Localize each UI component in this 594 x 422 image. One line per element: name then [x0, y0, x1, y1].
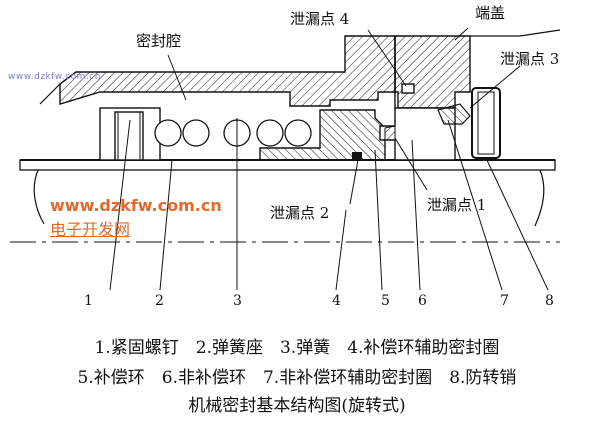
- aux-seal-ring-7: [437, 103, 471, 125]
- label-leak-point-4: 泄漏点 4: [290, 10, 350, 28]
- caption-line-2: 5.补偿环 6.非补偿环 7.非补偿环辅助密封圈 8.防转销: [77, 368, 517, 388]
- part-number-1: 1: [84, 293, 93, 309]
- set-screw: [114, 111, 144, 161]
- spring-coils: [154, 119, 312, 147]
- caption-title: 机械密封基本结构图(旋转式): [188, 396, 406, 416]
- part-number-2: 2: [155, 293, 164, 309]
- label-end-cover: 端盖: [475, 4, 506, 22]
- part-number-3: 3: [233, 293, 242, 309]
- part-number-6: 6: [418, 293, 427, 309]
- part-number-8: 8: [545, 293, 554, 309]
- end-cover: [394, 35, 471, 109]
- label-leak-point-2: 泄漏点 2: [270, 204, 330, 222]
- watermark-small-url: www.dzkfw.com.cn: [8, 72, 101, 82]
- seal-housing: [59, 35, 396, 107]
- label-leak-point-1: 泄漏点 1: [427, 196, 487, 214]
- part-number-4: 4: [332, 293, 341, 309]
- part-number-5: 5: [381, 293, 390, 309]
- seal-diagram: [10, 27, 561, 291]
- shaft: [19, 159, 556, 171]
- aux-seal-ring-4: [352, 152, 362, 160]
- label-seal-cavity: 密封腔: [136, 32, 182, 50]
- leak4-seal: [401, 83, 415, 94]
- caption-line-1: 1.紧固螺钉 2.弹簧座 3.弹簧 4.补偿环辅助密封圈: [94, 338, 500, 358]
- part-number-7: 7: [500, 293, 509, 309]
- label-leak-point-3: 泄漏点 3: [500, 50, 560, 68]
- compensating-ring: [259, 109, 386, 161]
- watermark-site-name: 电子开发网: [50, 220, 131, 239]
- watermark-url: www.dzkfw.com.cn: [50, 196, 222, 215]
